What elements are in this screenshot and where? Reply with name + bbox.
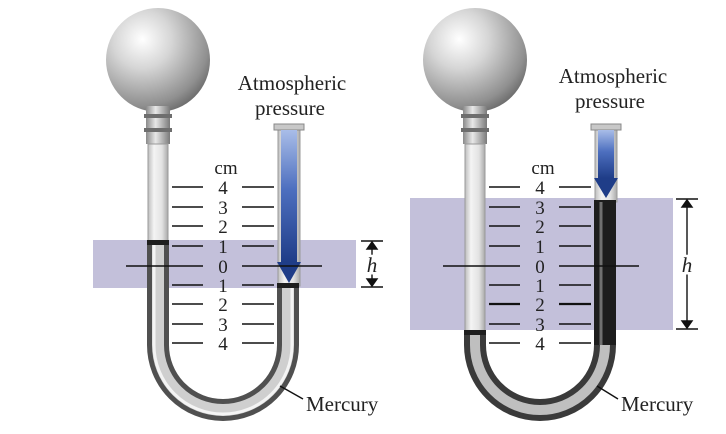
right-mercury-label: Mercury [621,392,694,416]
left-tick-4-bottom: 4 [218,334,228,355]
left-h-label-text: h [367,253,378,277]
right-tick-4-bottom: 4 [535,334,545,355]
right-atm-label-line1: Atmospheric [559,64,667,88]
right-atm-label-line2: pressure [575,89,645,113]
right-tick-4-top: 4 [535,178,545,199]
left-scale [126,186,322,344]
right-tick-2-bottom: 2 [535,295,545,316]
left-tick-1-bottom: 1 [218,276,228,297]
right-tick-3-bottom: 3 [535,315,545,336]
right-tick-2-top: 2 [535,217,545,238]
right-h-band [410,198,673,330]
left-manometer: cm 4 3 2 1 0 1 2 3 4 h h Atmospheric pre… [93,8,383,421]
left-tick-2-bottom: 2 [218,295,228,316]
right-unit-label: cm [531,158,554,179]
bulb-neck [146,106,170,144]
left-atm-label-line1: Atmospheric [238,71,346,95]
right-h-label-text: h [682,253,693,277]
left-tick-4-top: 4 [218,178,228,199]
pressure-arrow-icon [598,130,614,178]
right-h-dimension [676,198,698,330]
left-unit-label: cm [214,158,237,179]
right-tick-0: 0 [535,257,545,278]
left-mercury-label: Mercury [306,392,379,416]
left-atm-label-line2: pressure [255,96,325,120]
right-h-label: h [682,253,693,277]
right-mercury-leader [596,385,619,400]
right-manometer: cm 4 3 2 1 0 1 2 3 4 h h Atmospheric pre… [410,8,698,421]
bulb-neck [463,106,487,144]
left-h-band [93,240,356,288]
left-h-dimension [361,240,383,288]
right-tick-1-top: 1 [535,237,545,258]
left-mercury-leader [279,385,304,400]
glass-bulb-icon [423,8,527,112]
left-tick-1-top: 1 [218,237,228,258]
left-tube-glass [147,143,169,245]
left-h-label: h [367,253,378,277]
left-tick-0: 0 [218,257,228,278]
left-tube-glass [464,143,486,335]
left-tick-2-top: 2 [218,217,228,238]
pressure-arrow-icon [281,130,297,262]
left-tick-3-top: 3 [218,198,228,219]
left-tick-3-bottom: 3 [218,315,228,336]
glass-bulb-icon [106,8,210,112]
right-scale [443,186,639,344]
right-tick-1-bottom: 1 [535,276,545,297]
right-tick-3-top: 3 [535,198,545,219]
